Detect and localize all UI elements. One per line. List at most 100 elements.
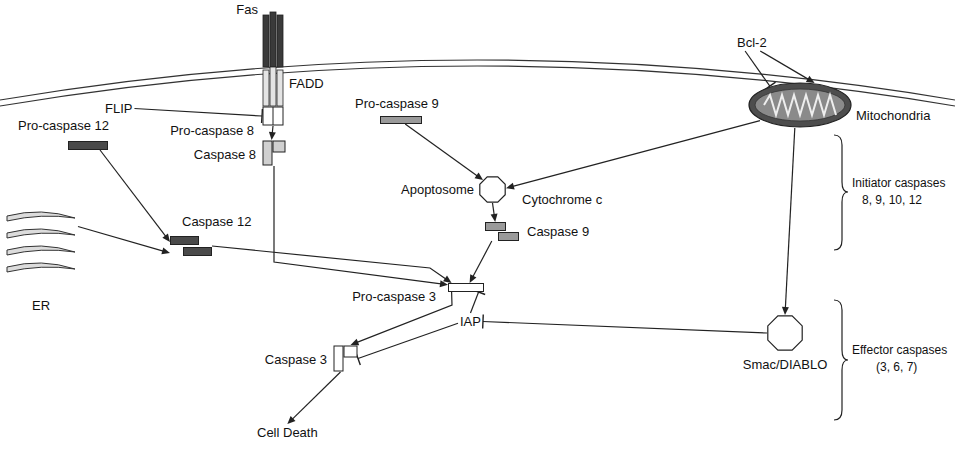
activation-arrow xyxy=(287,372,340,424)
connector-line xyxy=(483,322,767,334)
node-label: Pro-caspase 12 xyxy=(18,118,109,133)
connector-line xyxy=(473,241,492,277)
outcome-label: Cell Death xyxy=(255,424,320,441)
connector-line xyxy=(493,203,495,215)
node-label: Pro-caspase 9 xyxy=(355,96,439,111)
protein-label: FLIP xyxy=(103,100,134,117)
caspase: Caspase 3 xyxy=(333,345,358,372)
node-label: FADD xyxy=(289,76,324,91)
protein-name: FLIP xyxy=(105,101,132,116)
inhibition-line xyxy=(483,315,767,333)
activation-arrow xyxy=(405,124,483,180)
connector-line xyxy=(760,51,808,79)
procaspase-divider xyxy=(273,107,274,125)
mitochondrion-outer xyxy=(749,83,851,127)
apoptosome-octagon: Apoptosome xyxy=(479,176,506,203)
casp12-icon xyxy=(170,236,212,256)
arrowhead xyxy=(806,76,815,83)
bar9-icon xyxy=(380,116,422,124)
arrowhead xyxy=(443,276,452,283)
activation-arrow xyxy=(100,150,170,242)
edge-label: Cytochrome c xyxy=(520,192,604,207)
node-label: Smac/DIABLO xyxy=(743,357,828,372)
oct-icon xyxy=(479,176,506,203)
connector-line xyxy=(745,51,770,86)
connector-line xyxy=(513,121,760,187)
arrowhead xyxy=(782,307,789,315)
procaspase: Pro-caspase 9 xyxy=(380,116,422,124)
initiator-bracket xyxy=(834,135,848,250)
inhibition-line xyxy=(470,289,485,313)
node-label: Mitochondria xyxy=(856,108,930,123)
er-cisterna xyxy=(7,263,75,272)
bracket-label: (3, 6, 7) xyxy=(876,360,917,375)
activation-arrow xyxy=(760,51,814,83)
node-label: Fas xyxy=(236,2,258,17)
pc8-icon xyxy=(262,106,284,126)
caspase-subunit xyxy=(273,141,285,152)
octagon-outline xyxy=(768,316,802,350)
caspase: Caspase 8 xyxy=(262,140,286,166)
connector-line xyxy=(292,372,340,419)
protein-name: Bcl-2 xyxy=(737,35,767,50)
node-label: Caspase 9 xyxy=(527,224,589,239)
er-cisterna xyxy=(7,246,75,255)
oct-icon xyxy=(767,315,803,351)
activation-arrow xyxy=(269,126,276,140)
caspase-subunit xyxy=(499,233,519,241)
protein-label: IAP xyxy=(458,313,483,330)
node-label: ER xyxy=(32,298,50,313)
effector-bracket xyxy=(834,300,848,420)
connector-line xyxy=(212,246,446,279)
mitochondrion-inner xyxy=(755,89,845,121)
octagon-outline xyxy=(480,177,505,202)
activation-arrow xyxy=(491,203,498,222)
caspase-subunit xyxy=(263,141,272,165)
fas-segment xyxy=(277,15,283,67)
node-label: Caspase 12 xyxy=(182,214,251,229)
procaspase: Pro-caspase 12 xyxy=(68,141,108,150)
bracket-label: Initiator caspases xyxy=(852,176,945,191)
protein-label: Bcl-2 xyxy=(735,34,769,51)
inhibition-line xyxy=(134,109,262,123)
connector-line xyxy=(785,128,794,308)
fadd-segment xyxy=(263,70,269,106)
receptor: Fas xyxy=(262,12,284,67)
connector-line xyxy=(78,227,163,252)
mito-icon xyxy=(748,82,852,128)
activation-arrow xyxy=(78,227,170,255)
procaspase-body xyxy=(263,107,283,125)
mitochondrion: Mitochondria xyxy=(748,82,852,128)
procaspase-bar xyxy=(69,142,108,150)
bracket-label: 8, 9, 10, 12 xyxy=(862,193,922,208)
bar3-icon xyxy=(448,283,484,292)
fas-segment xyxy=(270,12,276,67)
caspase-subunit xyxy=(171,237,199,245)
procaspase-bar xyxy=(449,284,484,292)
fas-icon xyxy=(262,12,284,67)
inhibition-line xyxy=(356,323,458,365)
protein-name: IAP xyxy=(460,314,481,329)
endoplasmic-reticulum: ER xyxy=(5,208,78,282)
er-icon xyxy=(5,208,78,282)
connector-line xyxy=(470,292,478,313)
caspase: Caspase 9 xyxy=(485,222,519,241)
fadd-segment xyxy=(277,70,283,106)
fadd-icon xyxy=(262,67,284,106)
casp8-icon xyxy=(262,140,286,166)
connector-line xyxy=(100,150,166,236)
er-cisterna xyxy=(7,212,75,221)
node-label: Apoptosome xyxy=(401,182,474,197)
casp3-icon xyxy=(333,345,358,372)
arrowhead xyxy=(475,173,484,181)
caspase-subunit xyxy=(184,248,212,256)
procaspase: Pro-caspase 3 xyxy=(448,283,484,292)
caspase-subunit xyxy=(344,346,357,357)
node-label: Pro-caspase 8 xyxy=(170,123,254,138)
node-label: Caspase 8 xyxy=(194,147,256,162)
connector-line xyxy=(405,124,477,176)
activation-arrow xyxy=(212,246,452,283)
